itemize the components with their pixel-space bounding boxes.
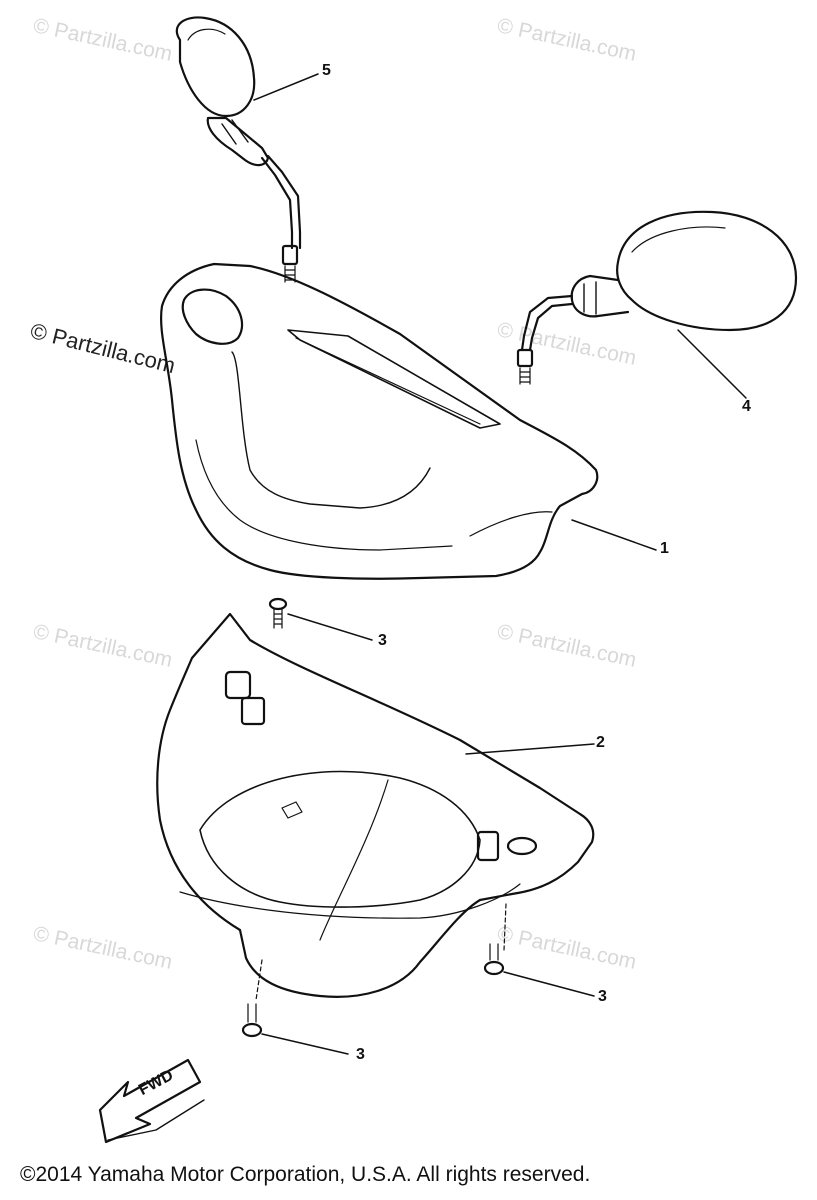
callout-3-top: 3 (378, 632, 387, 649)
callout-3-left: 3 (356, 1046, 365, 1063)
callout-5: 5 (322, 62, 331, 79)
callout-4: 4 (742, 398, 751, 415)
mirror-left (175, 16, 319, 283)
copyright-footer: ©2014 Yamaha Motor Corporation, U.S.A. A… (20, 1163, 591, 1186)
mirror-right (516, 210, 798, 399)
screw-top (268, 597, 373, 641)
screw-bottom-right (483, 903, 595, 997)
callout-1: 1 (660, 540, 669, 557)
fwd-arrow-icon (98, 1058, 205, 1144)
handlebar-cover-upper (160, 262, 657, 580)
callout-3-right: 3 (598, 988, 607, 1005)
callout-2: 2 (596, 734, 605, 751)
handlebar-cover-lower (156, 612, 595, 998)
screw-bottom-left (241, 959, 349, 1055)
